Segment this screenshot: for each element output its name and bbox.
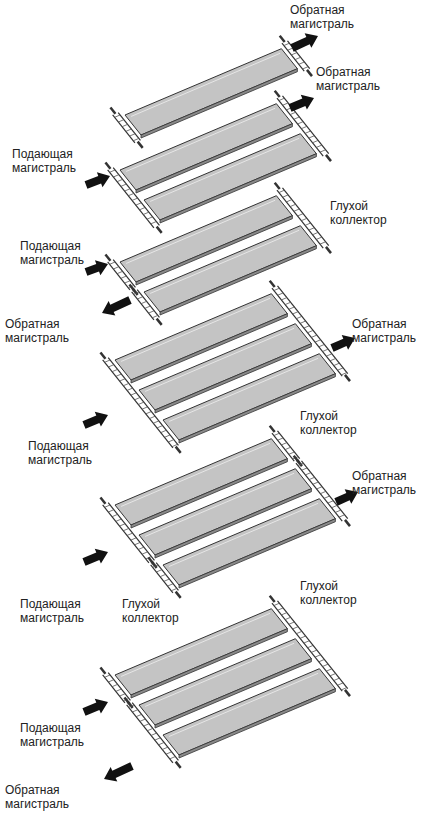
header-pipe	[270, 281, 350, 381]
header-pipe	[270, 596, 350, 696]
pipe-label: Подающая магистраль	[20, 598, 100, 626]
header-pipe	[270, 426, 302, 466]
pipe-label: Обратная магистраль	[352, 318, 432, 346]
flow-arrow	[104, 762, 134, 781]
flow-arrow	[288, 95, 314, 112]
pipe-label: Подающая магистраль	[12, 148, 92, 176]
flow-arrow	[85, 260, 108, 276]
pipe-label: Подающая магистраль	[20, 240, 100, 268]
pipe-label: Обратная магистраль	[316, 66, 396, 94]
flow-arrow	[82, 412, 108, 429]
pipe-label: Подающая магистраль	[20, 722, 100, 750]
collector-panel	[163, 499, 335, 585]
panel-highlight	[150, 138, 299, 201]
header-pipe	[100, 498, 156, 568]
header-pipe	[105, 163, 161, 233]
panel-highlight	[169, 673, 318, 736]
flow-arrow	[330, 335, 355, 352]
flow-arrow	[290, 33, 318, 51]
flow-arrow	[82, 699, 108, 716]
flow-arrow	[82, 549, 108, 566]
collector-panel	[163, 669, 335, 755]
pipe-label: Глухой коллектор	[122, 598, 202, 626]
pipe-label: Обратная магистраль	[5, 318, 85, 346]
panel-highlight	[150, 230, 299, 293]
header-pipe	[105, 255, 137, 295]
pipe-label: Глухой коллектор	[300, 580, 380, 608]
collector-panel	[144, 226, 316, 312]
pipe-label: Обратная магистраль	[352, 470, 432, 498]
header-pipe	[275, 183, 331, 253]
header-pipe	[100, 353, 180, 453]
header-pipe	[148, 558, 180, 598]
panel-highlight	[169, 358, 318, 421]
header-pipe	[124, 698, 180, 768]
pipe-label: Обратная магистраль	[290, 4, 370, 32]
header-pipe	[294, 456, 350, 526]
pipe-label: Глухой коллектор	[330, 200, 410, 228]
panel-highlight	[169, 503, 318, 566]
header-pipe	[275, 91, 331, 161]
flow-arrow	[85, 172, 110, 188]
pipe-label: Подающая магистраль	[28, 440, 108, 468]
header-pipe	[110, 108, 142, 148]
panel-highlight	[131, 53, 280, 116]
header-pipe	[129, 285, 161, 325]
pipe-label: Обратная магистраль	[5, 784, 85, 812]
flow-arrow	[102, 296, 132, 315]
pipe-label: Глухой коллектор	[300, 410, 380, 438]
